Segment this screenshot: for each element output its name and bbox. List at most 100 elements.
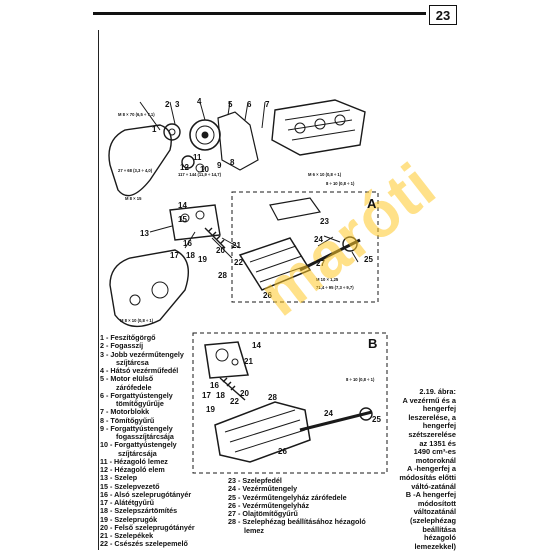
callout-26: 26 (263, 291, 272, 300)
caption-line: módosított (417, 498, 456, 508)
callout-7: 7 (265, 100, 270, 109)
callout-b-26: 26 (278, 447, 287, 456)
caption-line: motoroknál (415, 455, 456, 465)
callout-15: 15 (178, 215, 187, 224)
spec-4: M 6 × 10 (0,8 ÷ 1) (308, 172, 342, 177)
callout-b-21: 21 (244, 357, 253, 366)
caption-line: 1490 cm³-es (413, 447, 456, 457)
legend-item: szíjtárcsája (118, 448, 157, 458)
spec-7: M 10 × 1,25 (316, 277, 339, 282)
callout-20: 20 (216, 246, 225, 255)
caption-line: hengerfej (422, 404, 456, 414)
legend-item: 17 - Alátétgyűrű (100, 498, 155, 507)
legend-item: 19 - Szeleprugók (100, 514, 158, 524)
cylinder-head (169, 204, 221, 241)
cylinder-head-b (204, 341, 249, 379)
header-rule (93, 12, 426, 15)
parts-legend-right: 23 - Szelepfedél 24 - Vezérműtengely 25 … (228, 476, 398, 535)
caption-line: módosítás előtti (399, 472, 456, 482)
camshaft-b (299, 410, 373, 432)
legend-item: 4 - Hátsó vezérműfedél (100, 366, 179, 375)
spec-6: 8 ÷ 10 (0,8 ÷ 1) (326, 181, 355, 186)
spec-2: 27 ÷ 68 (3,3 ÷ 4,0) (118, 168, 153, 173)
legend-item: 2 - Fogasszíj (100, 341, 144, 351)
legend-item: 7 - Motorblokk (100, 407, 150, 417)
callout-b-14: 14 (252, 341, 261, 350)
legend-item: 24 - Vezérműtengely (228, 484, 298, 494)
callout-b-18: 18 (216, 391, 225, 400)
caption-line: (szelephézag (409, 515, 456, 525)
caption-line: hengerfej (422, 421, 456, 431)
legend-item: 23 - Szelepfedél (228, 476, 282, 485)
callout-28: 28 (218, 271, 227, 280)
spec-5: M 8 × 15 (125, 196, 142, 201)
legend-item: 1 - Feszítőgörgő (100, 333, 156, 342)
legend-item: 26 - Vezérműtengelyház (228, 500, 310, 510)
caption-line: A -hengerfej a (406, 464, 456, 474)
caption-line: hézagoló (423, 533, 456, 543)
idler-pulley (163, 123, 181, 141)
valve-cover-a (269, 197, 322, 221)
legend-item: lemez (244, 525, 264, 535)
engine-block (271, 99, 366, 156)
callout-19: 19 (198, 255, 207, 264)
callout-17: 17 (170, 251, 179, 260)
callout-group-mid: 13 14 15 16 17 18 19 20 21 22 23 24 25 2… (140, 201, 373, 300)
caption-line: 2.19. ábra: (419, 387, 456, 396)
legend-item: 21 - Szelepékek (100, 531, 154, 540)
caption-line: váltó-zatánál (411, 481, 456, 491)
callout-10: 10 (200, 165, 209, 174)
callout-b-24: 24 (324, 409, 333, 418)
callout-5: 5 (228, 100, 233, 109)
legend-item: 3 - Jobb vezérműtengely (100, 349, 184, 359)
figure-caption: 2.19. ábra: A vezérmű és a hengerfej les… (390, 387, 457, 551)
legend-item: 22 - Csészés szelepemelő (100, 539, 188, 549)
caption-line: az 1351 és (419, 438, 456, 448)
parts-legend-left: 1 - Feszítőgörgő 2 - Fogasszíj 3 - Jobb … (100, 333, 230, 549)
legend-item: 18 - Szelepszártömítés (100, 506, 178, 516)
callout-b-28: 28 (268, 393, 277, 402)
caption-line: A vezérmű és a (402, 395, 456, 405)
callout-b-17: 17 (202, 391, 211, 400)
legend-item: 5 - Motor elülső (100, 374, 154, 384)
camshaft-housing-a (238, 237, 312, 291)
belt-cover (108, 124, 172, 197)
callout-18: 18 (186, 251, 195, 260)
callout-1: 1 (152, 125, 157, 134)
callout-21: 21 (232, 241, 241, 250)
legend-item: 15 - Szelepvezető (100, 481, 160, 491)
callout-8: 8 (230, 158, 235, 167)
legend-item: 11 - Hézagoló lemez (100, 456, 168, 466)
callout-9: 9 (217, 161, 222, 170)
legend-item: 27 - Olajtömítőgyűrű (228, 509, 298, 519)
torque-specs: M 8 × 70 (6,5 ÷ 7,1) 27 ÷ 68 (3,3 ÷ 4,0)… (118, 112, 375, 382)
callout-23: 23 (320, 217, 329, 226)
callout-group-b: 14 16 17 18 19 20 21 22 24 25 26 28 (202, 341, 381, 456)
caption-line: leszerelése, a (408, 412, 456, 422)
legend-item: 9 - Forgattyústengely (100, 423, 173, 433)
crank-pulley (181, 155, 195, 169)
legend-item: 28 - Szelephézag beállításához hézagoló (228, 517, 366, 527)
inset-b-label: B (368, 336, 378, 351)
spec-8: 71,4 ÷ 95 (7,3 ÷ 9,7) (316, 285, 354, 290)
callout-13: 13 (140, 229, 149, 238)
legend-item: 16 - Alsó szeleprugótányér (100, 489, 192, 499)
inset-a-frame (231, 191, 379, 303)
callout-4: 4 (197, 97, 202, 106)
legend-item: 10 - Forgattyústengely (100, 440, 177, 450)
legend-item: tömítőgyűrűje (116, 399, 164, 408)
margin-rule (98, 30, 99, 550)
legend-item: 6 - Forgattyústengely (100, 390, 173, 400)
callout-3: 3 (175, 100, 180, 109)
lower-belt-cover (109, 249, 189, 328)
callout-6: 6 (247, 100, 252, 109)
caption-line: változatánál (413, 507, 456, 517)
legend-item: fogasszíjtárcsája (116, 432, 174, 441)
callout-group-top: 1 2 3 4 5 6 7 8 9 10 11 12 (152, 97, 270, 174)
caption-line: beállítása (422, 524, 456, 534)
callout-22: 22 (234, 258, 243, 267)
callout-14: 14 (178, 201, 187, 210)
caption-line: lemezekkel) (414, 541, 457, 551)
callout-24: 24 (314, 235, 323, 244)
